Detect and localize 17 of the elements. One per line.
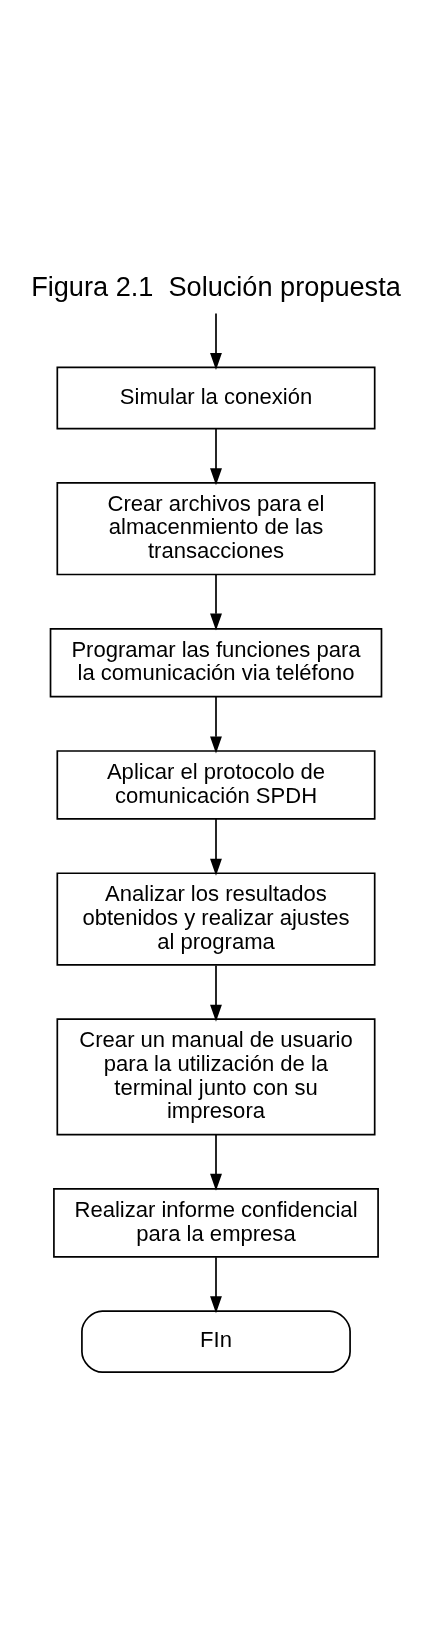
arrow (210, 964, 222, 1022)
node-box: Analizar los resultados obtenidos y realizar ajustes al programa (56, 872, 376, 966)
arrow (210, 1256, 222, 1314)
node-box: Realizar informe confidencial para la empresa (53, 1188, 379, 1258)
node-box: Crear un manual de usuario para la utilización de la terminal junto con su impresora (56, 1018, 376, 1136)
node-box: FIn (81, 1310, 351, 1374)
arrow (210, 427, 222, 486)
node-box: Programar las funciones para la comunicación via teléfono (49, 627, 383, 698)
arrow (210, 1134, 222, 1191)
diagram-title: Figura 2.1 Solución propuesta (31, 271, 401, 303)
arrow (210, 818, 222, 876)
arrow (210, 696, 222, 754)
node-box: Aplicar el protocolo de comunicación SPDH (56, 750, 376, 820)
arrow (210, 312, 222, 370)
arrow (210, 573, 222, 631)
node-box: Simular la conexión (56, 366, 376, 430)
node-box: Crear archivos para el almacenmiento de las transacciones (56, 482, 376, 576)
